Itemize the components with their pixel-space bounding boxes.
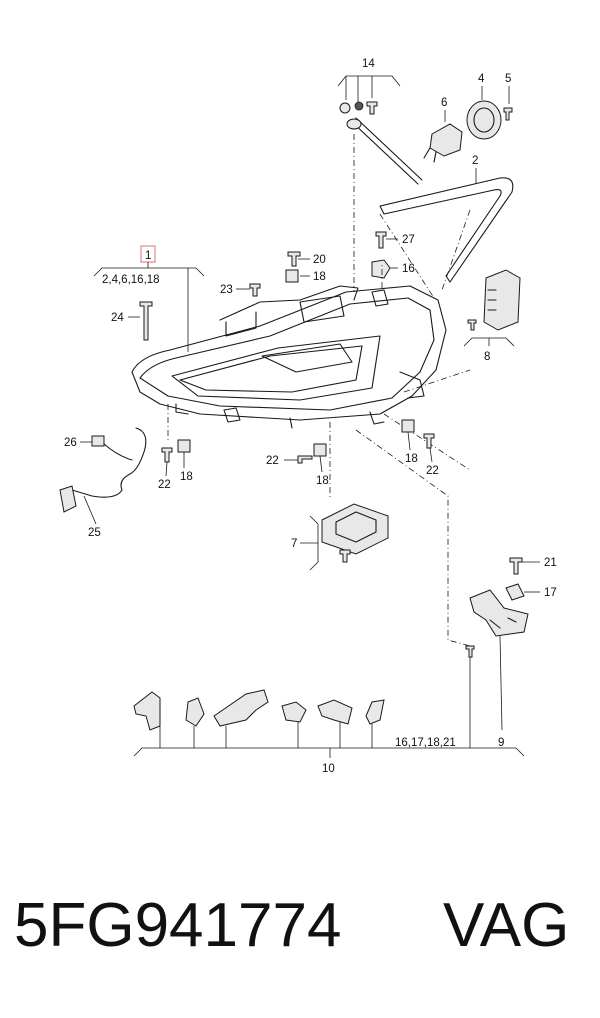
callout-6: 6 — [441, 97, 447, 109]
callout-2: 2 — [472, 155, 478, 167]
callout-1: 1 — [145, 250, 151, 262]
callout-1-list: 2,4,6,16,18 — [102, 274, 160, 286]
callout-18-right: 18 — [405, 453, 418, 465]
part-9-17-21-group: 21 17 9 — [465, 557, 557, 749]
callout-27: 27 — [402, 234, 415, 246]
callout-18-center: 18 — [316, 475, 329, 487]
part-8-group: 8 — [463, 269, 521, 363]
callout-10-list: 16,17,18,21 — [395, 737, 456, 749]
center-fasteners-group: 22 18 — [266, 443, 329, 487]
callout-4: 4 — [478, 73, 485, 85]
part-25-26-group: 26 25 — [59, 427, 147, 539]
callout-18-left: 18 — [180, 471, 193, 483]
part-caption: 5FG941774 VAG — [0, 890, 600, 980]
callout-23: 23 — [220, 284, 233, 296]
callout-10: 10 — [322, 763, 335, 775]
part-10-group: 10 16,17,18,21 — [133, 689, 525, 775]
left-fasteners-group: 22 18 — [158, 439, 193, 491]
callout-14: 14 — [362, 58, 375, 70]
callout-25: 25 — [88, 527, 101, 539]
callout-21: 21 — [544, 557, 557, 569]
callout-7: 7 — [291, 538, 297, 550]
callout-8: 8 — [484, 351, 490, 363]
right-fasteners-group: 18 22 — [401, 419, 439, 477]
callout-22-left: 22 — [158, 479, 171, 491]
callout-22-center: 22 — [266, 455, 279, 467]
part-7-group: 7 — [291, 503, 389, 571]
callout-20: 20 — [313, 254, 326, 266]
callout-16-top: 16 — [402, 263, 415, 275]
callout-22-right: 22 — [426, 465, 439, 477]
part-1-headlamp: 1 2,4,6,16,18 24 — [93, 245, 447, 429]
callout-26: 26 — [64, 437, 77, 449]
top-fasteners-group: 20 18 23 27 16 — [220, 231, 415, 297]
part-number-text: 5FG941774 — [14, 891, 342, 960]
brand-text: VAG — [443, 891, 570, 960]
part-2-group: 2 — [379, 155, 514, 283]
callout-24: 24 — [111, 312, 124, 324]
part-14-group: 14 — [337, 58, 423, 185]
callout-17: 17 — [544, 587, 557, 599]
part-4-5-6-group: 4 5 6 — [423, 73, 513, 163]
callout-9: 9 — [498, 737, 504, 749]
assembly-guide-lines — [167, 134, 471, 647]
callout-5: 5 — [505, 73, 511, 85]
callout-18-top: 18 — [313, 271, 326, 283]
